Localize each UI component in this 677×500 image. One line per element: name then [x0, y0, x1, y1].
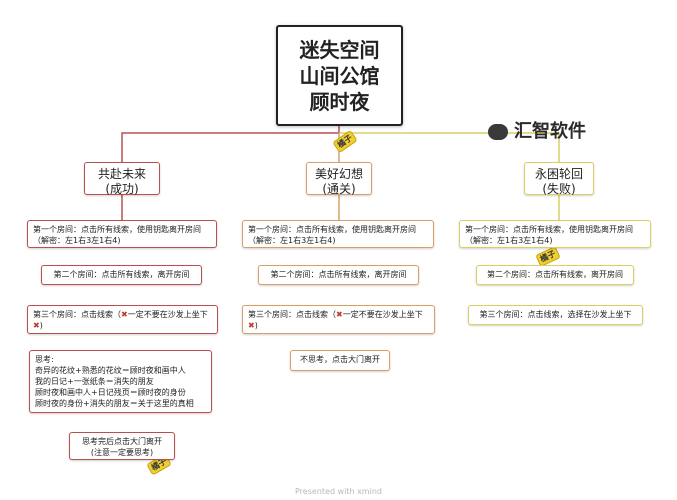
root-node[interactable]: 迷失空间 山间公馆 顾时夜: [276, 25, 403, 126]
middle-final[interactable]: 不思考，点击大门离开: [290, 350, 390, 371]
middle-room2[interactable]: 第二个房间：点击所有线索，离开房间: [258, 265, 419, 285]
wechat-brand-icon: [488, 124, 508, 140]
left-room1[interactable]: 第一个房间：点击所有线索，使用钥匙离开房间（解密：左1右3左1右4): [27, 220, 217, 248]
brand-watermark: 汇智软件: [514, 121, 586, 142]
root-line-2: 山间公馆: [299, 64, 380, 88]
left-room3[interactable]: 第三个房间：点击线索（✖一定不要在沙发上坐下✖): [27, 305, 218, 334]
left-think-line-3: 顾时夜和画中人+日记残页＝顾时夜的身份: [35, 388, 186, 397]
right-branch-header[interactable]: 永困轮回 (失败): [524, 162, 594, 196]
left-room2-text: 第二个房间：点击所有线索，离开房间: [53, 270, 190, 279]
cross-mark-icon: ✖: [33, 321, 40, 330]
middle-branch-header[interactable]: 美好幻想 (通关): [306, 162, 372, 196]
right-branch-title: 永困轮回: [534, 167, 583, 181]
middle-room3-prefix: 第三个房间：点击线索（: [248, 310, 336, 319]
right-room1-text: 第一个房间：点击所有线索，使用钥匙离开房间（解密：左1右3左1右4): [465, 225, 633, 245]
right-branch-subtitle: (失败): [542, 182, 576, 196]
cross-mark-icon: ✖: [248, 321, 255, 330]
left-room1-text: 第一个房间：点击所有线索，使用钥匙离开房间（解密：左1右3左1右4): [33, 225, 201, 245]
right-room3-text: 第三个房间：点击线索，选择在沙发上坐下: [479, 310, 632, 319]
left-branch-header[interactable]: 共赴未来 (成功): [84, 162, 160, 196]
right-room1[interactable]: 第一个房间：点击所有线索，使用钥匙离开房间（解密：左1右3左1右4): [459, 220, 651, 248]
left-branch-subtitle: (成功): [105, 182, 139, 196]
left-room3-mid: 一定不要在沙发上坐下: [127, 310, 208, 319]
root-line-3: 顾时夜: [309, 90, 370, 114]
xmind-footer: Presented with xmind: [295, 487, 382, 496]
right-room3[interactable]: 第三个房间：点击线索，选择在沙发上坐下: [468, 305, 643, 325]
middle-room3-mid: 一定不要在沙发上坐下: [342, 310, 423, 319]
left-final[interactable]: 思考完后点击大门离开 (注意一定要思考): [69, 432, 175, 460]
left-room2[interactable]: 第二个房间：点击所有线索，离开房间: [41, 265, 202, 285]
middle-room2-text: 第二个房间：点击所有线索，离开房间: [270, 270, 407, 279]
left-think-line-1: 奇异的花纹+熟悉的花纹＝顾时夜和画中人: [35, 366, 186, 375]
left-branch-title: 共赴未来: [97, 167, 146, 181]
left-think-title: 思考:: [35, 355, 54, 364]
root-line-1: 迷失空间: [299, 38, 380, 62]
cross-mark-icon: ✖: [336, 310, 343, 319]
bar-left: [121, 132, 339, 162]
left-think-box[interactable]: 思考: 奇异的花纹+熟悉的花纹＝顾时夜和画中人 我的日记+一张纸条＝消失的朋友 …: [29, 350, 212, 413]
middle-branch-title: 美好幻想: [314, 167, 363, 181]
middle-room1[interactable]: 第一个房间：点击所有线索，使用钥匙离开房间（解密：左1右3左1右4): [242, 220, 434, 248]
cross-mark-icon: ✖: [121, 310, 128, 319]
middle-branch-subtitle: (通关): [322, 182, 356, 196]
bar-right: [339, 132, 560, 162]
right-room2-text: 第二个房间：点击所有线索，离开房间: [487, 270, 623, 279]
left-room3-prefix: 第三个房间：点击线索（: [33, 310, 121, 319]
left-final-line-2: (注意一定要思考): [90, 448, 154, 457]
middle-room1-text: 第一个房间：点击所有线索，使用钥匙离开房间（解密：左1右3左1右4): [248, 225, 416, 245]
middle-room3[interactable]: 第三个房间：点击线索（✖一定不要在沙发上坐下✖): [242, 305, 435, 334]
middle-final-text: 不思考，点击大门离开: [300, 355, 380, 364]
left-final-line-1: 思考完后点击大门离开: [82, 437, 162, 446]
right-room2[interactable]: 第二个房间：点击所有线索，离开房间: [476, 265, 634, 285]
left-think-line-4: 顾时夜的身份+消失的朋友＝关于这里的真相: [35, 399, 194, 408]
left-think-line-2: 我的日记+一张纸条＝消失的朋友: [35, 377, 154, 386]
